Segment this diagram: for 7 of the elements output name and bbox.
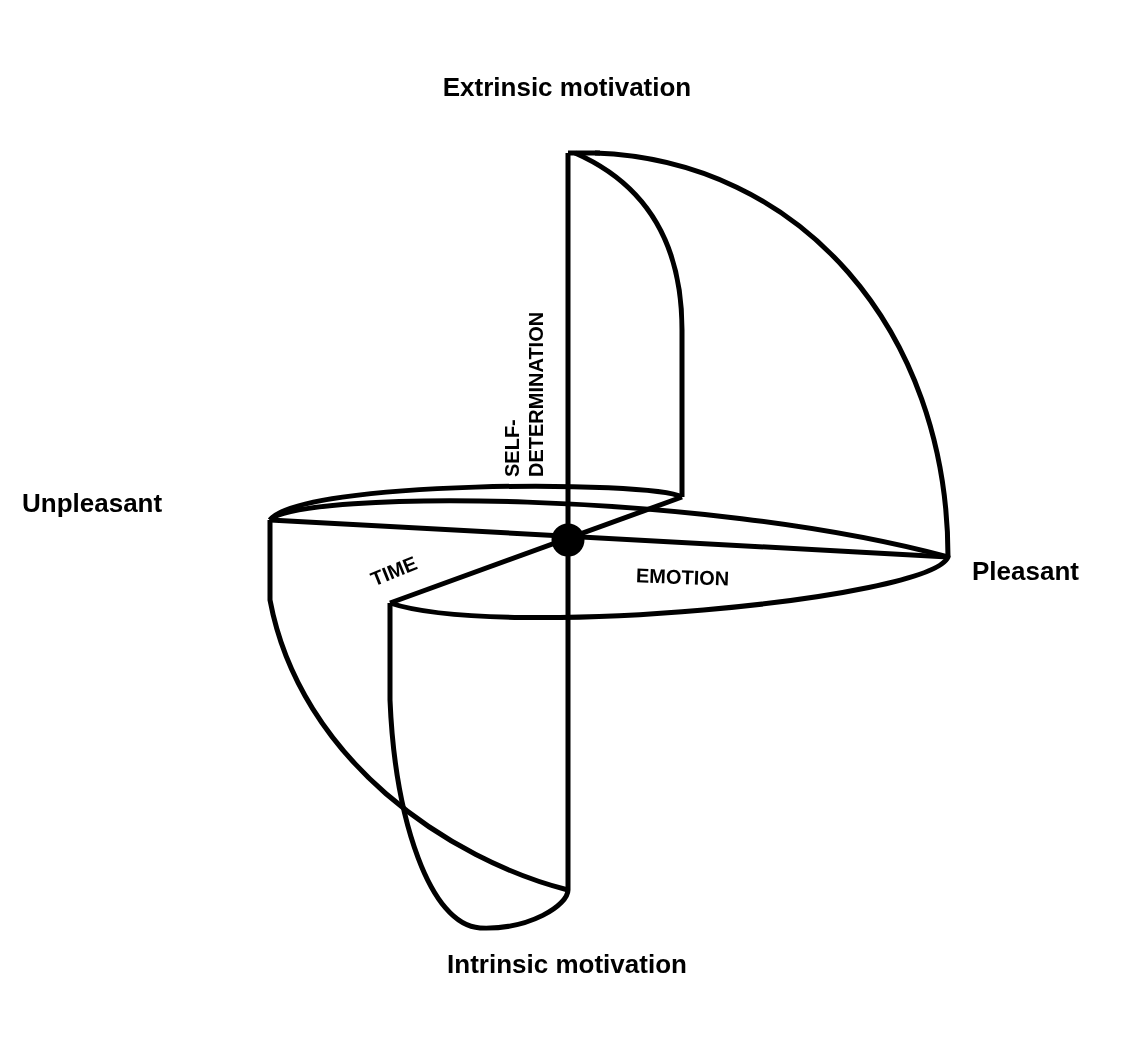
axis-label: Extrinsic motivation bbox=[441, 71, 693, 104]
axis-label: TIME bbox=[366, 550, 422, 593]
axis-label: Intrinsic motivation bbox=[446, 948, 688, 981]
axis-label: Pleasant bbox=[972, 555, 1079, 588]
axis-label: Unpleasant bbox=[22, 487, 163, 520]
axis-label: SELF-DETERMINATION bbox=[500, 310, 548, 477]
axis-label: EMOTION bbox=[635, 563, 730, 592]
